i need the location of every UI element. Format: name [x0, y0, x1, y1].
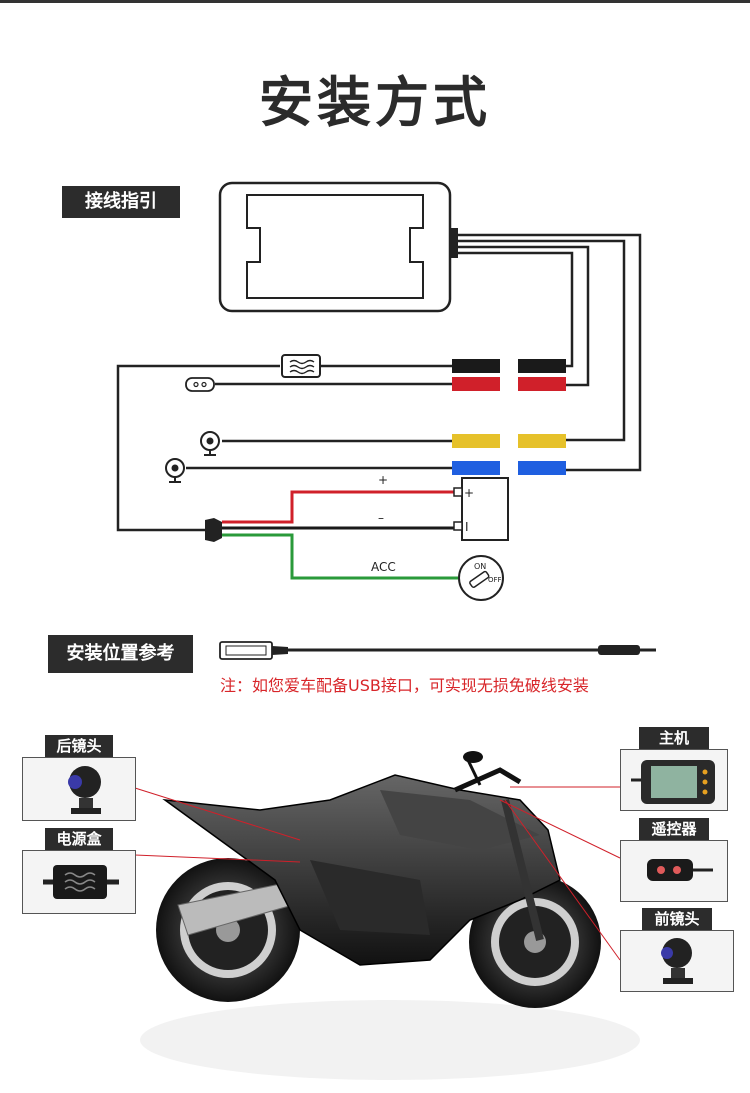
battery-minus-label: I: [465, 520, 469, 534]
callout-rear-camera-box: [22, 757, 136, 821]
wiring-guide-label: 接线指引: [62, 186, 180, 218]
front-wheel: [469, 876, 601, 1008]
main-unit-outline: [218, 181, 458, 313]
connector-yellow-right: [518, 434, 566, 448]
front-camera-icon: [200, 431, 220, 456]
minus-label: –: [378, 511, 384, 525]
top-rule: [0, 0, 750, 3]
acc-label: ACC: [371, 560, 396, 574]
callout-power-box-label: 电源盒: [45, 828, 113, 850]
callout-front-camera: 前镜头: [620, 908, 734, 992]
main-unit-photo-icon: [631, 760, 715, 804]
connector-black-left: [452, 359, 500, 373]
callout-rear-camera-label: 后镜头: [45, 735, 113, 757]
wiring-diagram: + I + – ACC ON OFF: [116, 181, 656, 660]
rear-camera-icon: [165, 458, 185, 483]
callout-front-camera-label: 前镜头: [642, 908, 712, 930]
connector-blue-left: [452, 461, 500, 475]
usb-cable: [219, 641, 656, 660]
front-camera-photo-icon: [661, 938, 693, 984]
connector-red-left: [452, 377, 500, 391]
callout-main-unit: 主机: [620, 727, 728, 811]
battery-icon: [453, 477, 509, 541]
callout-rear-camera: 后镜头: [22, 735, 136, 821]
power-plug-icon: [205, 518, 222, 542]
wire-bundle: [458, 233, 642, 472]
switch-off-label: OFF: [488, 576, 502, 584]
usb-note: 注：如您爱车配备USB接口，可实现无损免破线安装: [220, 676, 589, 695]
connector-red-right: [518, 377, 566, 391]
connector-black-right: [518, 359, 566, 373]
install-position-label: 安装位置参考: [48, 635, 193, 673]
switch-on-label: ON: [474, 562, 486, 571]
callout-power-box-box: [22, 850, 136, 914]
callout-main-unit-label: 主机: [639, 727, 709, 749]
remote-photo-icon: [647, 859, 713, 881]
power-filter-icon: [281, 354, 321, 378]
remote-icon: [185, 377, 215, 392]
callout-main-unit-box: [620, 749, 728, 811]
plus-label: +: [378, 473, 388, 487]
ignition-switch-icon: [458, 555, 504, 601]
callout-remote-box: [620, 840, 728, 902]
connector-yellow-left: [452, 434, 500, 448]
page-title: 安装方式: [259, 71, 491, 134]
callout-remote: 遥控器: [620, 818, 728, 902]
callout-power-box: 电源盒: [22, 828, 136, 914]
battery-plus-label: +: [464, 486, 474, 500]
rear-camera-photo-icon: [68, 766, 101, 814]
callout-remote-label: 遥控器: [639, 818, 709, 840]
power-box-photo-icon: [43, 865, 119, 899]
connector-blue-right: [518, 461, 566, 475]
callout-front-camera-box: [620, 930, 734, 992]
